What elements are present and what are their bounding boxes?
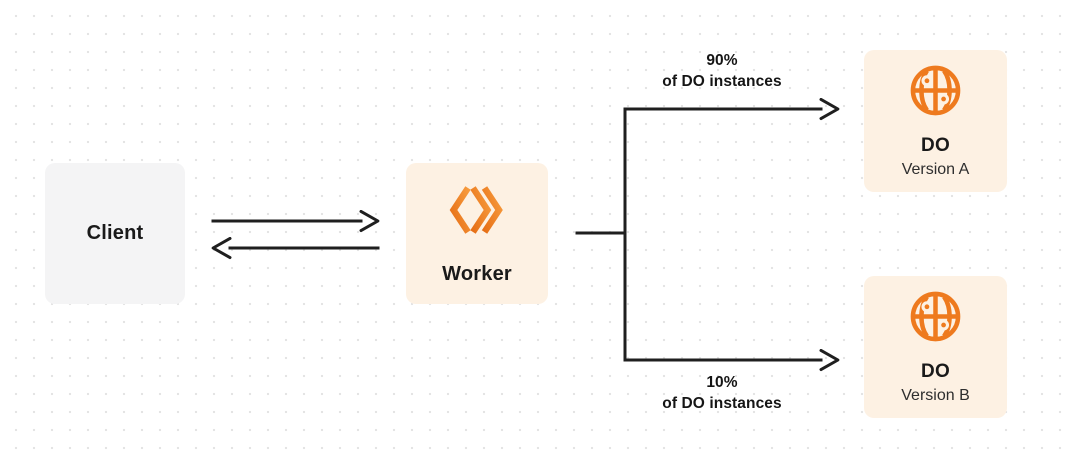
client-label: Client xyxy=(86,222,144,244)
worker-label: Worker xyxy=(442,263,512,285)
top-branch-caption: of DO instances xyxy=(662,73,782,90)
do-b-subtitle: Version B xyxy=(901,386,970,404)
bottom-branch-label: 10% of DO instances xyxy=(622,372,822,414)
worker-node: Worker xyxy=(406,163,548,304)
client-node: Client xyxy=(45,163,185,304)
top-branch-label: 90% of DO instances xyxy=(622,50,822,92)
do-a-subtitle: Version A xyxy=(901,160,970,178)
bottom-branch-caption: of DO instances xyxy=(662,395,782,412)
do-version-b-node: DO Version B xyxy=(864,276,1007,418)
do-version-a-node: DO Version A xyxy=(864,50,1007,192)
cloudflare-workers-icon xyxy=(448,179,506,241)
bottom-branch-percent: 10% xyxy=(706,374,738,391)
durable-object-globe-icon xyxy=(907,62,964,119)
do-b-title: DO xyxy=(921,361,950,382)
top-branch-percent: 90% xyxy=(706,52,738,69)
durable-object-globe-icon xyxy=(907,288,964,345)
do-a-title: DO xyxy=(921,135,950,156)
